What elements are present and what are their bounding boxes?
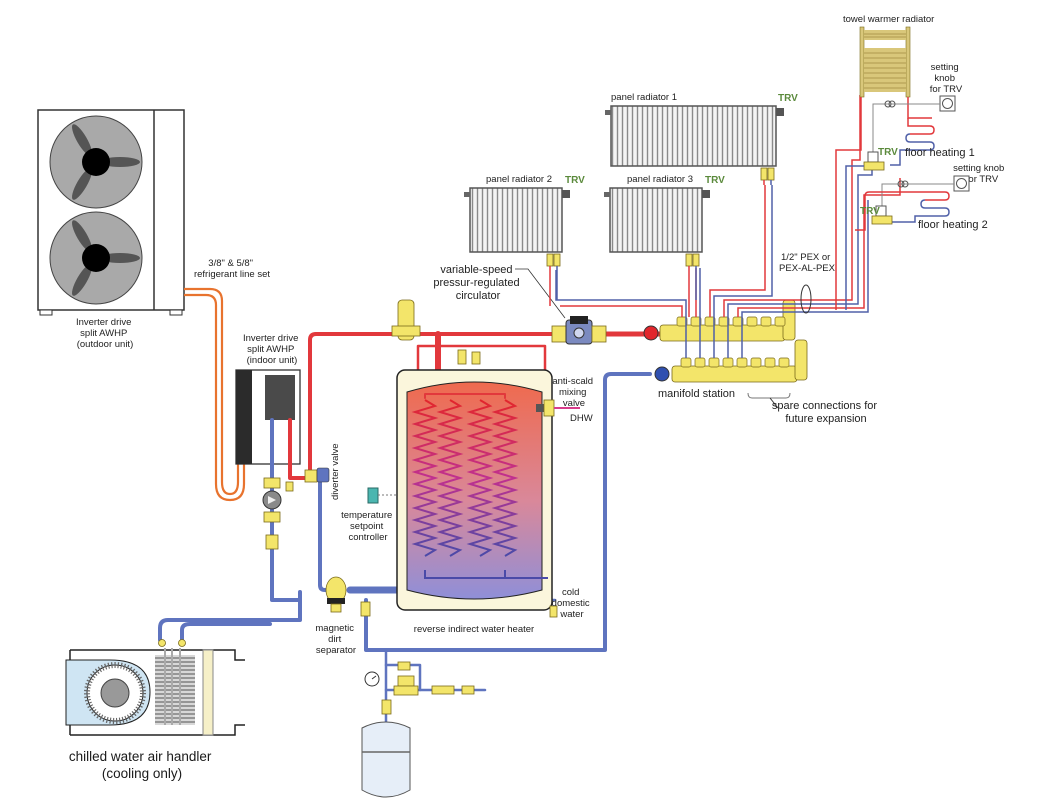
spare-connections-leader — [769, 397, 779, 409]
floor-heating-2-label: floor heating 2 — [918, 219, 988, 231]
setting-knob-icon[interactable] — [939, 95, 956, 112]
trv-valve-icon — [871, 205, 893, 225]
trv-head-icon — [562, 190, 570, 198]
capillary-tube — [881, 183, 954, 210]
return-ball-valve-icon — [654, 366, 670, 382]
panel-radiator-1 — [605, 105, 784, 181]
setting-knob-2-label: setting knob for TRV — [953, 163, 1007, 185]
purge-valve-icon — [360, 601, 371, 617]
diverter-valve-label: diverter valve — [330, 444, 341, 501]
pex-bundle-marker — [800, 284, 812, 314]
outdoor-unit-label: Inverter drive split AWHP (outdoor unit) — [76, 317, 134, 350]
chilled-water-air-handler — [65, 639, 245, 736]
trv-label: TRV — [705, 175, 725, 186]
system-circulator-icon — [551, 316, 607, 345]
circulator-pump-icon — [262, 477, 282, 550]
trv-label: TRV — [565, 175, 585, 186]
capillary-tube — [872, 103, 940, 155]
dirt-separator-icon — [325, 576, 347, 613]
towel-warmer-label: towel warmer radiator — [843, 14, 934, 25]
drain-valve-icon — [285, 481, 294, 492]
trv-head-icon — [702, 190, 710, 198]
cooling-coil-icon — [155, 655, 195, 725]
pex-label: 1/2" PEX or PEX-AL-PEX — [779, 252, 836, 274]
air-separator-icon — [391, 299, 421, 341]
cold-water-valve-icon — [549, 605, 558, 618]
backflow-preventer-icon — [431, 685, 455, 695]
fan-icon — [49, 211, 143, 305]
setting-knob-icon[interactable] — [953, 175, 970, 192]
floor-heating-1-label: floor heating 1 — [905, 147, 975, 159]
water-heater-label: reverse indirect water heater — [414, 624, 534, 635]
bypass-valve-icon — [397, 661, 411, 671]
air-handler-label: chilled water air handler (cooling only) — [69, 749, 215, 781]
refrigerant-line-set — [184, 287, 246, 502]
trv-head-icon — [776, 108, 784, 116]
dhw-label: DHW — [570, 413, 593, 424]
spare-connections-label: spare connections for future expansion — [772, 400, 880, 425]
panel-radiator-1-label: panel radiator 1 — [611, 92, 677, 103]
manifold-station-label: manifold station — [658, 388, 735, 400]
towel-warmer-radiator — [859, 26, 911, 98]
panel-radiator-2-label: panel radiator 2 — [486, 174, 552, 185]
indoor-unit-label: Inverter drive split AWHP (indoor unit) — [243, 333, 301, 366]
diverter-valve-icon — [304, 467, 330, 483]
floor-heating-2-loop — [855, 191, 950, 231]
anti-scald-label: anti-scald mixing valve — [552, 376, 595, 409]
water-heater — [396, 349, 553, 611]
temperature-controller-icon — [367, 487, 379, 504]
supply-ball-valve-icon — [643, 325, 659, 341]
heat-exchanger-coil — [411, 399, 519, 557]
trv-label: TRV — [778, 93, 798, 104]
spare-connections-bracket — [747, 392, 791, 399]
dirt-separator-label: magnetic dirt separator — [315, 623, 356, 656]
trv-label: TRV — [860, 206, 880, 217]
refrigerant-line-label: 3/8" & 5/8" refrigerant line set — [194, 258, 270, 280]
floor-heating-1-loop — [890, 118, 935, 166]
panel-radiator-2 — [464, 187, 570, 267]
circulator-leader-line — [515, 268, 566, 319]
expansion-tank-icon — [361, 721, 411, 798]
pressure-reducing-valve-icon — [393, 675, 419, 696]
cold-water-label: cold domestic water — [552, 587, 593, 620]
setting-knob-1-label: setting knob for TRV — [930, 62, 963, 95]
temperature-controller-label: temperature setpoint controller — [341, 510, 395, 543]
pressure-gauge-icon — [364, 671, 380, 687]
fan-icon — [49, 115, 143, 209]
manifold-station — [643, 299, 808, 383]
shutoff-valve-icon — [461, 685, 475, 695]
panel-radiator-3 — [604, 187, 710, 267]
circulator-label: variable-speed pressur-regulated circula… — [433, 264, 522, 302]
trv-label: TRV — [878, 147, 898, 158]
panel-radiator-3-label: panel radiator 3 — [627, 174, 693, 185]
outdoor-unit — [37, 109, 185, 316]
isolation-valve-icon — [381, 699, 392, 715]
